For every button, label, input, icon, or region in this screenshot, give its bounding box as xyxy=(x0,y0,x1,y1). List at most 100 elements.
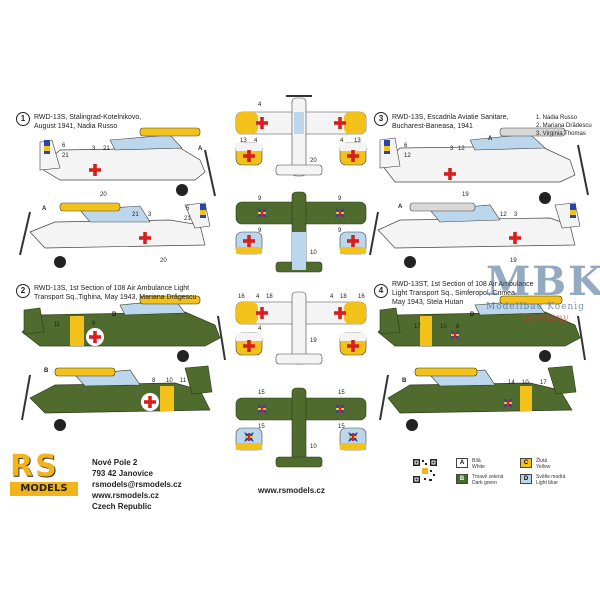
callout: 8 xyxy=(456,324,460,330)
callout: 18 xyxy=(266,294,273,300)
caption-line: RWD-13S, Stalingrad-Kotelnikovo, xyxy=(34,114,142,121)
callout: 12 xyxy=(404,153,411,159)
scheme-number-4: 4 xyxy=(374,284,388,298)
legend-name: Tmavě zelená xyxy=(472,474,504,480)
scheme-3-caption: RWD-13S, Escadrila Aviatie Sanitare, Buc… xyxy=(392,113,508,131)
callout: 19 xyxy=(310,338,317,344)
callout: 3 xyxy=(514,212,518,218)
callout: 9 xyxy=(258,228,262,234)
plane-1-under-view xyxy=(235,142,367,166)
legend-sub: Yellow xyxy=(536,464,551,470)
callout: 14 xyxy=(508,380,515,386)
callout: 3 xyxy=(92,146,96,152)
plane-3-under-view xyxy=(235,332,367,356)
callout: 20 xyxy=(160,258,167,264)
legend-name: Světle modrá xyxy=(536,474,566,480)
qr-code-icon xyxy=(412,458,438,484)
pilot-line: 2. Mariana Drădescu xyxy=(536,123,592,129)
callout: 21 xyxy=(132,212,139,218)
plane-2-under-view xyxy=(235,231,367,270)
callout: 13 xyxy=(354,138,361,144)
plane-4-under-view xyxy=(235,427,367,451)
callout: 6 xyxy=(62,143,66,149)
scheme-2-caption: RWD-13S, 1st Section of 108 Air Ambulanc… xyxy=(34,284,197,302)
callout: 20 xyxy=(310,158,317,164)
address-line: rsmodels@rsmodels.cz xyxy=(92,480,182,489)
legend-sub: White xyxy=(472,464,485,470)
caption-line: RWD-13S, Escadrila Aviatie Sanitare, xyxy=(392,114,509,121)
callout: 8 xyxy=(152,378,156,384)
caption-line: Bucharest-Baneasa, 1941 xyxy=(392,123,473,130)
plane-2-side-a xyxy=(21,295,226,362)
callout: A xyxy=(488,136,493,142)
legend-swatch-a: A xyxy=(456,458,468,468)
callout: 19 xyxy=(510,258,517,264)
callout: 10 xyxy=(522,380,529,386)
address-line: www.rsmodels.cz xyxy=(92,491,159,500)
callout: 16 xyxy=(238,294,245,300)
callout: 17 xyxy=(540,380,547,386)
legend-swatch-d: D xyxy=(520,474,532,484)
callout: 10 xyxy=(440,324,447,330)
legend-swatch-b: B xyxy=(456,474,468,484)
callout: 9 xyxy=(338,228,342,234)
legend-sub: Light blue xyxy=(536,480,558,486)
legend-name: Žlutá xyxy=(536,458,548,464)
plane-2-side-b xyxy=(21,365,213,431)
callout: 12 xyxy=(500,212,507,218)
watermark-title: MBK xyxy=(486,258,600,305)
callout: 3 xyxy=(148,212,152,218)
callout: 18 xyxy=(340,294,347,300)
callout: 11 xyxy=(180,378,187,384)
caption-line: August 1941, Nadia Russo xyxy=(34,123,118,130)
address-line: Nové Pole 2 xyxy=(92,458,138,467)
callout: 4 xyxy=(256,294,260,300)
callout: 16 xyxy=(358,294,365,300)
logo-top: RS xyxy=(10,449,59,484)
scheme-number-2: 2 xyxy=(16,284,30,298)
callout: 3 xyxy=(450,146,454,152)
scheme-1-caption: RWD-13S, Stalingrad-Kotelnikovo, August … xyxy=(34,113,141,131)
callout: 21 xyxy=(62,153,69,159)
callout: 4 xyxy=(330,294,334,300)
callout: A xyxy=(198,146,203,152)
callout: 4 xyxy=(340,138,344,144)
callout: 10 xyxy=(310,444,317,450)
scheme-4-caption: RWD-13ST, 1st Section of 108 Air Ambulan… xyxy=(392,280,534,307)
legend-sub: Dark green xyxy=(472,480,497,486)
callout: 15 xyxy=(338,424,345,430)
plane-4-top-view xyxy=(235,387,367,468)
plane-3-side-a xyxy=(379,127,589,204)
plane-3-top-view xyxy=(235,291,367,365)
callout: 4 xyxy=(258,102,262,108)
caption-line: RWD-13ST, 1st Section of 108 Air Ambulan… xyxy=(392,281,534,288)
callout: 9 xyxy=(258,196,262,202)
plane-4-side-b xyxy=(379,365,577,431)
pilot-line: 3. Virginia Thomas xyxy=(536,131,586,137)
website-link[interactable]: www.rsmodels.cz xyxy=(258,486,325,495)
callout: 12 xyxy=(458,146,465,152)
scheme-number-3: 3 xyxy=(374,112,388,126)
callout: 4 xyxy=(258,326,262,332)
callout: 20 xyxy=(100,192,107,198)
callout: 5 xyxy=(186,206,190,212)
callout: B xyxy=(470,312,475,318)
callout: B xyxy=(44,368,49,374)
callout: 9 xyxy=(338,196,342,202)
plane-1-top-view xyxy=(235,95,367,177)
plane-3-side-b xyxy=(369,202,581,268)
callout: 17 xyxy=(414,324,421,330)
scheme-number-1: 1 xyxy=(16,112,30,126)
callout: 10 xyxy=(310,250,317,256)
callout: A xyxy=(42,206,47,212)
caption-line: RWD-13S, 1st Section of 108 Air Ambulanc… xyxy=(34,285,190,292)
company-address: Nové Pole 2 793 42 Janovice rsmodels@rsm… xyxy=(92,457,182,512)
caption-line: Light Transport Sq., Simferopol, Crimea xyxy=(392,290,515,297)
logo-bottom: MODELS xyxy=(10,482,78,496)
callout: 15 xyxy=(258,390,265,396)
